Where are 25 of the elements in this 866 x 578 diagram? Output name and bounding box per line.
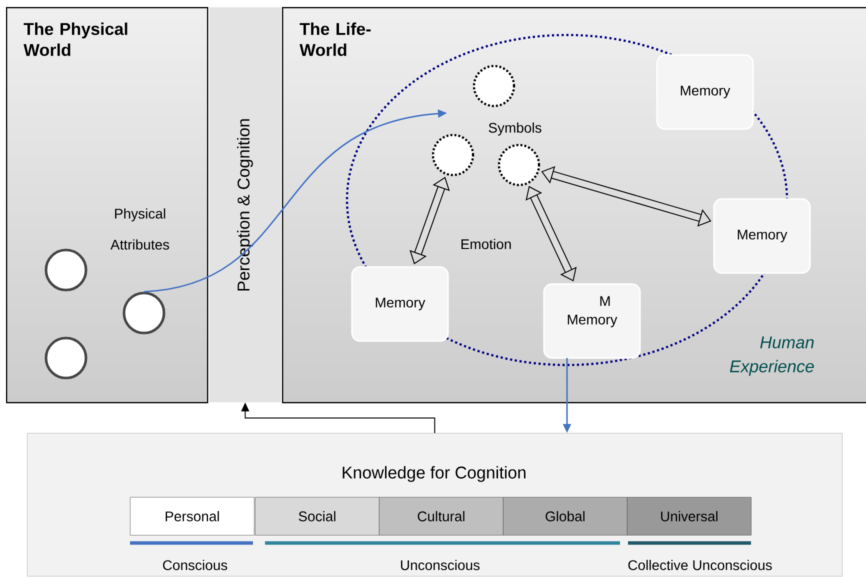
text-label: M xyxy=(600,296,610,306)
text-label: Emotion xyxy=(461,238,511,250)
circle xyxy=(44,336,88,380)
text-label: Symbols xyxy=(488,122,542,136)
text-label: Collective Unconscious xyxy=(628,560,772,570)
vertical-band: Perception & Cognition xyxy=(209,7,282,402)
dotted-circle xyxy=(432,134,474,176)
ellipse-label: Human Experience xyxy=(730,336,814,376)
panel-heading: The Physical World xyxy=(24,22,128,56)
scale-cell: Cultural xyxy=(379,497,504,536)
text-label: Conscious xyxy=(163,560,228,570)
panel-heading: The Life-World xyxy=(300,22,371,56)
text-label: Unconscious xyxy=(401,560,480,570)
memory-box: Memory xyxy=(351,266,449,342)
dotted-circle xyxy=(498,144,540,186)
text-label: Physical Attributes xyxy=(110,208,170,250)
circle xyxy=(122,292,166,334)
scale-cell: Global xyxy=(503,497,628,536)
dotted-circle xyxy=(472,64,516,108)
scale-cell: Social xyxy=(255,497,380,536)
memory-box: Memory xyxy=(713,198,811,274)
circle xyxy=(44,248,88,292)
scale-cell: Universal xyxy=(627,497,752,536)
memory-box: Memory xyxy=(656,54,754,130)
scale-cell: Personal xyxy=(130,497,254,536)
